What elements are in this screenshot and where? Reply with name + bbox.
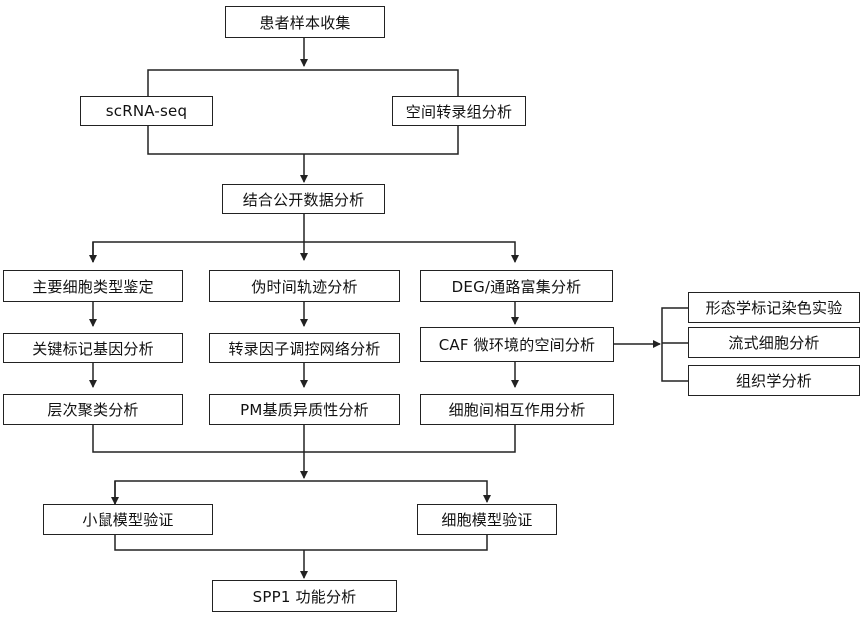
node-caf-spatial-analysis: CAF 微环境的空间分析 — [420, 327, 614, 362]
node-cell-model-validation: 细胞模型验证 — [417, 504, 557, 535]
node-hierarchical-clustering: 层次聚类分析 — [3, 394, 183, 425]
node-cell-interaction-analysis: 细胞间相互作用分析 — [420, 394, 614, 425]
node-patient-samples: 患者样本收集 — [225, 6, 385, 38]
node-cell-type-identification: 主要细胞类型鉴定 — [3, 270, 183, 302]
node-flow-cytometry: 流式细胞分析 — [688, 327, 860, 358]
node-pm-stroma-heterogeneity: PM基质异质性分析 — [209, 394, 400, 425]
node-deg-pathway-analysis: DEG/通路富集分析 — [420, 270, 613, 302]
node-mouse-model-validation: 小鼠模型验证 — [43, 504, 213, 535]
node-scrna-seq: scRNA-seq — [80, 96, 213, 126]
node-spatial-transcriptomics: 空间转录组分析 — [392, 96, 526, 126]
node-tf-network-analysis: 转录因子调控网络分析 — [209, 333, 400, 363]
node-spp1-functional-analysis: SPP1 功能分析 — [212, 580, 397, 612]
node-public-data-analysis: 结合公开数据分析 — [222, 184, 385, 214]
node-histology: 组织学分析 — [688, 365, 860, 396]
node-morphology-staining: 形态学标记染色实验 — [688, 292, 860, 323]
node-key-marker-analysis: 关键标记基因分析 — [3, 333, 183, 363]
node-pseudotime-analysis: 伪时间轨迹分析 — [209, 270, 400, 302]
